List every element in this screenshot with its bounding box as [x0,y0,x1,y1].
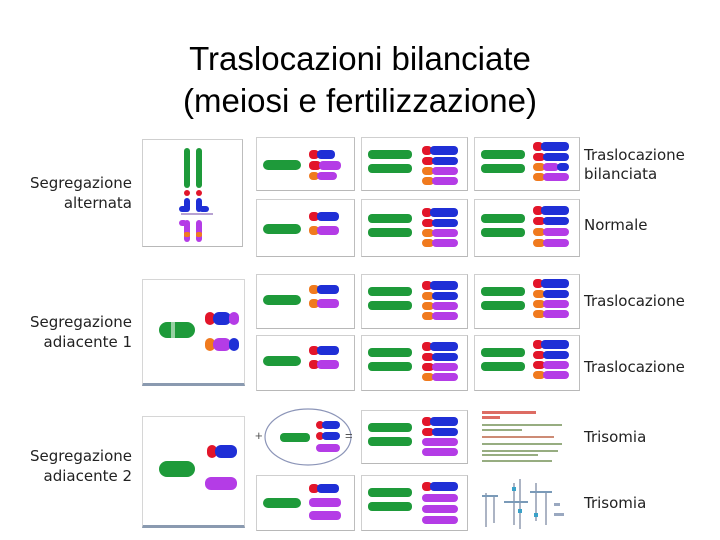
gamete-panel-r1-c1 [256,137,355,191]
gamete-panel-r3-c1 [256,274,355,329]
row-label-adiacente-1: Segregazione adiacente 1 [29,313,132,351]
gamete-panel-r2-c3 [474,199,580,257]
outcome-label-5: Trisomia [584,428,647,446]
row-label-adiacente-2: Segregazione adiacente 2 [29,447,132,485]
note-thumbnail [478,408,578,468]
meiosis-cross-diagram [179,148,213,242]
gamete-panel-r4-c3 [474,335,580,391]
translocated-chromosome-top [205,312,239,325]
outcome-label-2: Normale [584,216,648,234]
title-line-1: Traslocazioni bilanciate [189,40,531,77]
gamete-panel-r6-c2 [361,475,468,531]
gamete-panel-r1-c3 [474,137,580,191]
outcome-label-3: Traslocazione [584,292,685,310]
outcome-label-1: Traslocazione bilanciata [584,146,685,183]
translocated-chromosome-bottom [205,338,239,351]
gamete-panel-r5-c2 [361,410,468,464]
green-chromosome [159,461,195,477]
karyogram-thumbnail [474,473,580,533]
meiosis-cross-panel [142,139,243,247]
outcome-label-6: Trisomia [584,494,647,512]
plus-symbol: + [255,428,263,443]
page-title: Traslocazioni bilanciate (meiosi e ferti… [130,38,590,122]
gamete-panel-r3-c2 [361,274,468,329]
translocated-chromosome-top [207,445,237,458]
gamete-panel-r2-c1 [256,199,355,257]
gamete-panel-r4-c1 [256,335,355,391]
gamete-panel-r1-c2 [361,137,468,191]
gamete-panel-r4-c2 [361,335,468,391]
fertilization-oval [262,407,354,467]
equals-symbol: = [345,428,353,443]
adjacent-1-source-panel [142,279,245,386]
gamete-panel-r6-c1 [256,475,355,531]
row-label-alternata: Segregazione alternata [29,174,132,212]
adjacent-2-source-panel [142,416,245,528]
outcome-label-4: Traslocazione [584,358,685,376]
gamete-panel-r3-c3 [474,274,580,329]
gamete-panel-r2-c2 [361,199,468,257]
green-chromosome [159,322,195,338]
translocated-chromosome-bottom [205,477,237,490]
title-line-2: (meiosi e fertilizzazione) [183,82,537,119]
